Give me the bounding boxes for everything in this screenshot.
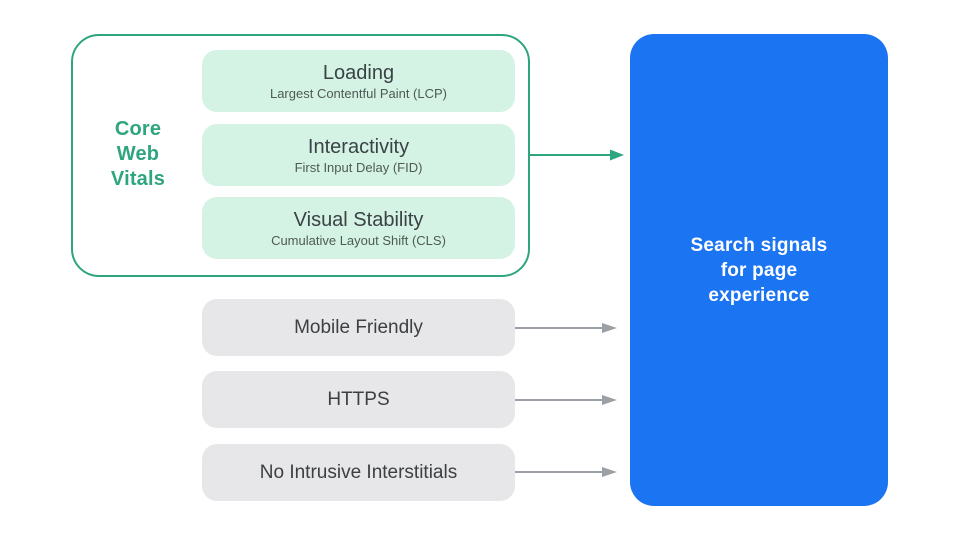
- signal-card-no-intrusive-interstitials: No Intrusive Interstitials: [202, 444, 515, 501]
- https-arrow-icon: [515, 395, 617, 405]
- mobile-friendly-arrow-icon: [515, 323, 617, 333]
- vital-card-visual-stability: Visual Stability Cumulative Layout Shift…: [202, 197, 515, 259]
- vital-card-loading: Loading Largest Contentful Paint (LCP): [202, 50, 515, 112]
- no-intrusive-interstitials-arrow-icon: [515, 467, 617, 477]
- vital-card-title: Visual Stability: [293, 208, 424, 231]
- core-web-vitals-label: Core Web Vitals: [110, 118, 166, 190]
- search-signals-box: Search signals for page experience: [630, 34, 888, 506]
- vital-card-title: Loading: [322, 61, 395, 84]
- core-web-vitals-group: [71, 34, 530, 277]
- vital-card-subtitle: First Input Delay (FID): [294, 159, 423, 175]
- vital-card-title: Interactivity: [307, 135, 410, 158]
- vital-card-subtitle: Largest Contentful Paint (LCP): [269, 85, 448, 101]
- signal-card-https: HTTPS: [202, 371, 515, 428]
- signal-card-mobile-friendly: Mobile Friendly: [202, 299, 515, 356]
- vital-card-subtitle: Cumulative Layout Shift (CLS): [271, 232, 446, 248]
- core-web-vitals-arrow-icon: [530, 149, 624, 161]
- vital-card-interactivity: Interactivity First Input Delay (FID): [202, 124, 515, 186]
- search-signals-label: Search signals for page experience: [690, 234, 828, 306]
